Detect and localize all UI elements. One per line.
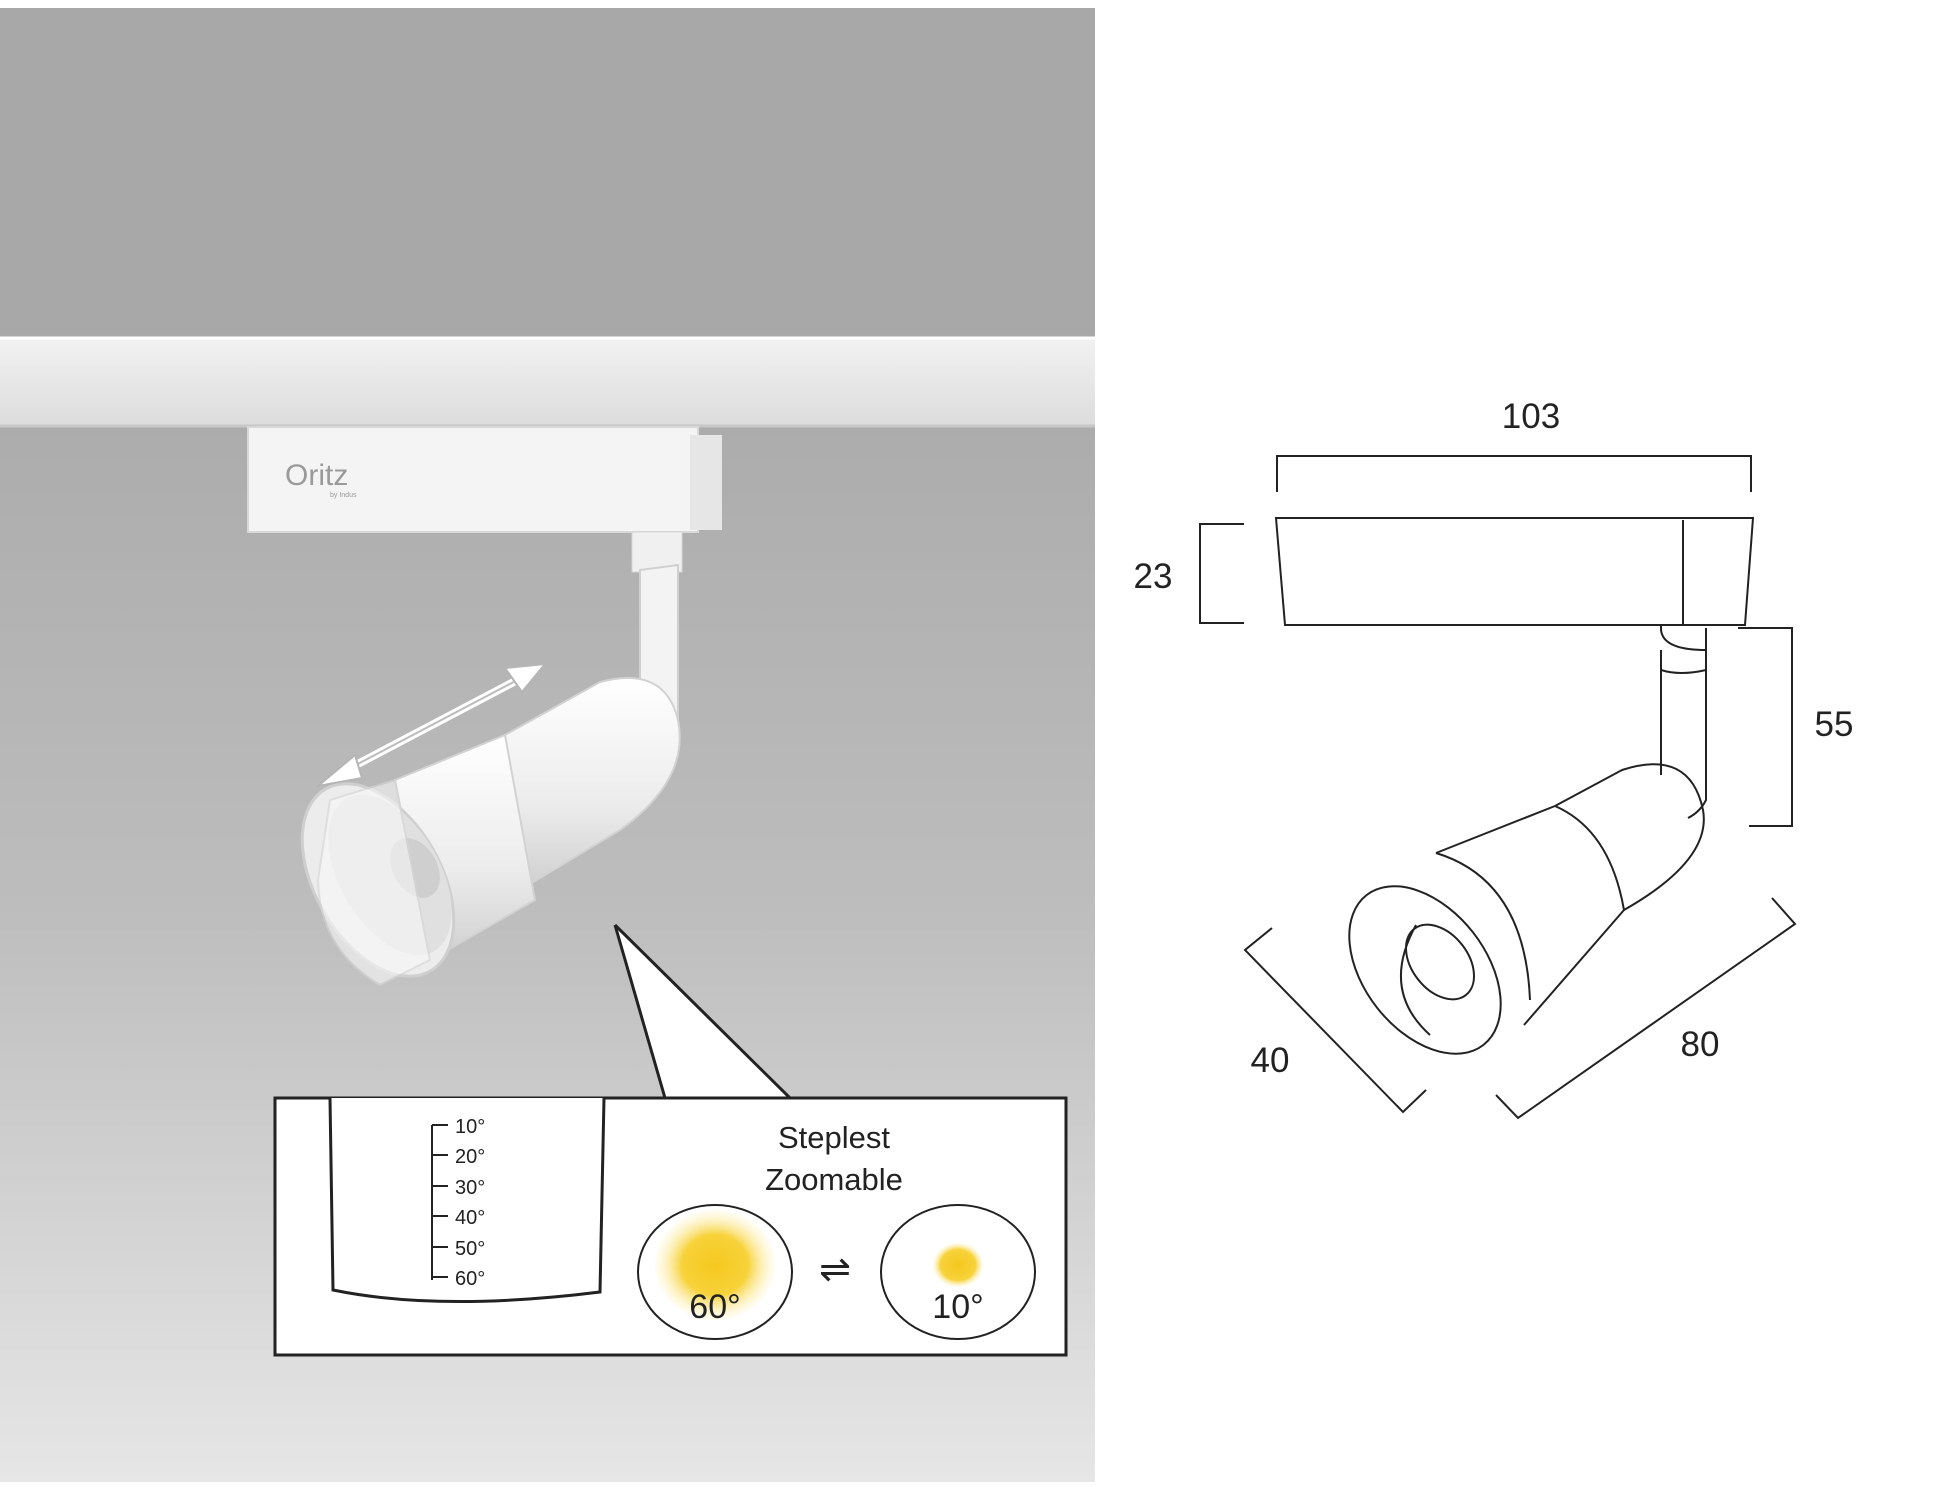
dimension-drawing-svg: 103 23 55 bbox=[1134, 397, 1854, 1120]
narrow-beam-circle: 10° bbox=[880, 1204, 1036, 1340]
arm-height-label: 55 bbox=[1815, 705, 1854, 744]
scale-tick-50: 50° bbox=[455, 1238, 485, 1260]
slide-direction-arrow bbox=[314, 662, 548, 788]
lens-section bbox=[328, 1097, 606, 1304]
adapter-height-dimension: 23 bbox=[1134, 523, 1244, 624]
scale-tick-20: 20° bbox=[455, 1146, 485, 1168]
product-photo-svg: Oritz by Indus bbox=[0, 8, 1095, 1482]
diameter-label: 40 bbox=[1251, 1041, 1290, 1080]
wide-beam-circle: 60° bbox=[637, 1204, 793, 1340]
adapter-height-label: 23 bbox=[1134, 557, 1173, 596]
diameter-dimension: 40 bbox=[1243, 927, 1427, 1114]
arm-height-dimension: 55 bbox=[1738, 627, 1854, 827]
scale-tick-60: 60° bbox=[455, 1268, 485, 1290]
dimension-drawing: 103 23 55 bbox=[1095, 0, 1953, 1482]
zoom-title-line2: Zoomable bbox=[765, 1162, 903, 1197]
spotlight-head bbox=[300, 677, 681, 987]
scale-tick-40: 40° bbox=[455, 1207, 485, 1229]
track-rail bbox=[0, 337, 1095, 427]
brand-logo: Oritz bbox=[285, 459, 348, 492]
wide-beam-label: 60° bbox=[689, 1288, 740, 1326]
zoom-callout: 10° 20° 30° 40° 50° 60° Steplest Zoomabl… bbox=[273, 923, 1068, 1357]
width-dimension: 103 bbox=[1276, 397, 1752, 492]
track-adapter: Oritz by Indus bbox=[247, 426, 722, 533]
width-label: 103 bbox=[1502, 397, 1560, 436]
brand-sub: by Indus bbox=[330, 492, 357, 499]
length-label: 80 bbox=[1681, 1025, 1720, 1064]
zoom-title-line1: Steplest bbox=[778, 1120, 890, 1155]
scale-tick-10: 10° bbox=[455, 1116, 485, 1138]
narrow-beam-label: 10° bbox=[932, 1288, 983, 1326]
exchange-icon: ⇌ bbox=[819, 1249, 851, 1291]
beam-angle-scale: 10° 20° 30° 40° 50° 60° bbox=[431, 1116, 485, 1290]
adapter-outline bbox=[1274, 517, 1755, 626]
spotlight-outline bbox=[1348, 763, 1705, 1055]
scale-tick-30: 30° bbox=[455, 1177, 485, 1199]
arm-outline bbox=[1660, 625, 1707, 819]
ceiling-background bbox=[0, 8, 1095, 333]
length-dimension: 80 bbox=[1495, 897, 1797, 1120]
product-photo: Oritz by Indus bbox=[0, 8, 1095, 1482]
